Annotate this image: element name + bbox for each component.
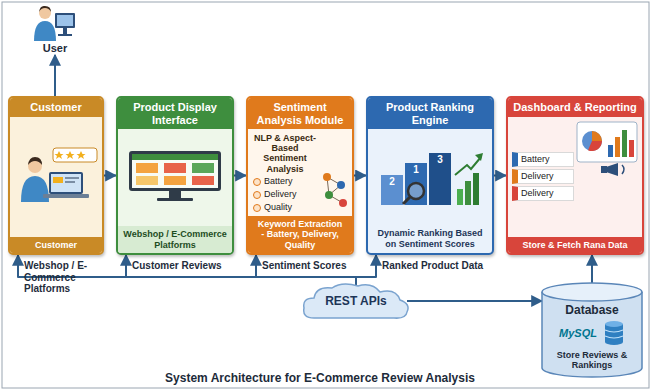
flow-caption: Sentiment Scores [262, 260, 356, 272]
database-node: DatabaseMySQL Store Reviews & Rankings [540, 282, 644, 378]
box-footer: Customer [13, 240, 99, 250]
box-footer: Webshop / E-Commerce Platforms [121, 229, 229, 250]
diagram-title: System Architecture for E-Commerce Revie… [110, 371, 530, 385]
flow-arrow [234, 175, 246, 177]
dashboard-illustration [576, 121, 638, 177]
sentiment-box: Sentiment Analysis ModuleNLP & Aspect-Ba… [246, 96, 354, 255]
aspect-item: Quality [252, 202, 318, 213]
database-title: Database [565, 303, 618, 317]
customer-box: Customer Customer [8, 96, 104, 255]
aspect-item: Battery [252, 176, 318, 187]
box-footer: Keyword Extraction [251, 219, 349, 229]
api-cloud: REST APIs [300, 282, 412, 320]
flow-arrow [356, 255, 376, 285]
mysql-logo-text: MySQL [559, 327, 597, 339]
customer-illustration [13, 146, 99, 204]
rank-number: 2 [381, 176, 403, 187]
aspect-item: Battery [512, 152, 574, 167]
flow-arrow [407, 300, 542, 302]
box-title: Customer [13, 101, 99, 114]
dashboard-box: Dashboard & ReportingBatteryDeliveryDeli… [506, 96, 644, 255]
user-node: User [22, 4, 88, 54]
monitor-illustration [123, 149, 227, 203]
aspect-item: Delivery [512, 169, 574, 184]
flow-arrow [54, 55, 56, 96]
platform-caption: Webshop / E-Commerce Platforms [24, 260, 106, 295]
flow-arrow [494, 175, 506, 177]
network-icon [321, 171, 349, 209]
box-text: NLP & Aspect-Based Sentiment Analysis [252, 133, 318, 174]
box-title: Product Display Interface [121, 101, 229, 126]
rank-number: 3 [429, 154, 451, 165]
api-label: REST APIs [325, 294, 387, 308]
flow-arrow [126, 255, 356, 285]
database-caption: Store Reviews & Rankings [540, 350, 644, 371]
flow-arrow [354, 175, 366, 177]
flow-arrow [104, 175, 116, 177]
ranking-box: Product Ranking Engine 213Dynamic Rankin… [366, 96, 494, 255]
box-footer: - Battery, Delivery, Quality [251, 229, 349, 250]
user-label: User [43, 42, 67, 54]
rank-number: 1 [405, 164, 427, 175]
aspect-item: Delivery [252, 189, 318, 200]
box-note: Dynamic Ranking Based on Sentiment Score… [372, 228, 488, 249]
flow-arrow [256, 255, 356, 285]
flow-caption: Ranked Product Data [382, 260, 496, 272]
box-title: Dashboard & Reporting [511, 101, 639, 114]
frame [2, 2, 649, 388]
flow-arrow [591, 255, 593, 283]
flow-caption: Customer Reviews [132, 260, 236, 272]
user-icon [33, 4, 77, 42]
box-title: Product Ranking Engine [371, 101, 489, 126]
box-title: Sentiment Analysis Module [251, 101, 349, 126]
box-footer: Store & Fetch Rana Data [511, 240, 639, 250]
display-box: Product Display Interface Webshop / E-Co… [116, 96, 234, 255]
aspect-item: Delivery [512, 186, 574, 201]
storage-icon [603, 320, 625, 346]
